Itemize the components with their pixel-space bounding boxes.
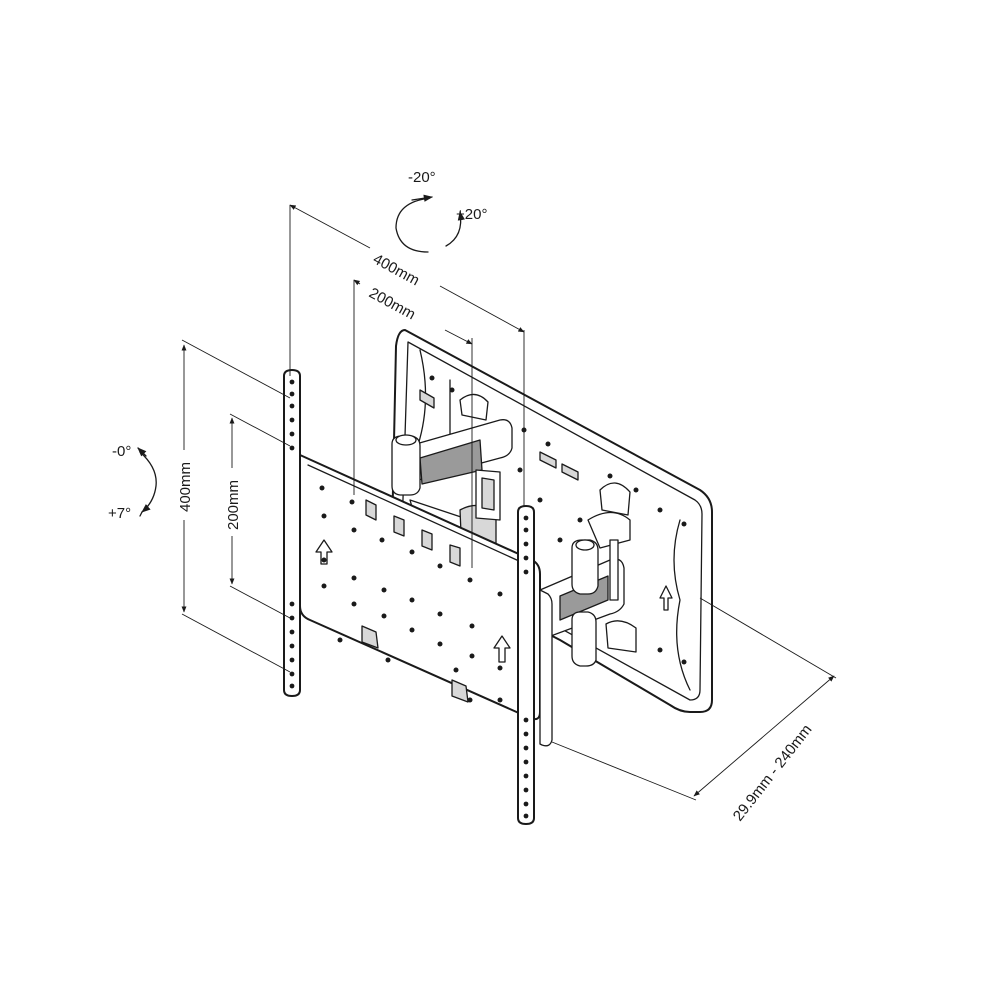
dimension-vertical-outer	[181, 339, 291, 673]
dimension-vertical-outer-label: 400mm	[177, 462, 194, 512]
tilt-plus-label: +7°	[108, 505, 131, 522]
articulating-arms	[391, 419, 637, 667]
dimension-vertical-inner	[229, 413, 291, 619]
dimension-depth	[551, 597, 837, 801]
dimension-horizontal-outer-label: 400mm	[370, 251, 422, 290]
swivel-rotation-icon	[395, 194, 465, 253]
swivel-plus-label: +20°	[456, 206, 487, 223]
dimension-horizontal-inner-label: 200mm	[366, 285, 418, 324]
dimension-depth-label: 29.9mm - 240mm	[730, 721, 816, 824]
tilt-zero-label: -0°	[112, 443, 131, 460]
left-vertical-rail	[283, 369, 301, 697]
tv-adapter-plate	[299, 454, 553, 747]
dimension-horizontal-outer	[289, 204, 525, 506]
right-vertical-rail	[517, 505, 535, 825]
swivel-minus-label: -20°	[408, 169, 436, 186]
dimension-vertical-inner-label: 200mm	[225, 480, 242, 530]
tilt-rotation-icon	[137, 447, 157, 517]
dimension-horizontal-inner	[353, 279, 473, 568]
